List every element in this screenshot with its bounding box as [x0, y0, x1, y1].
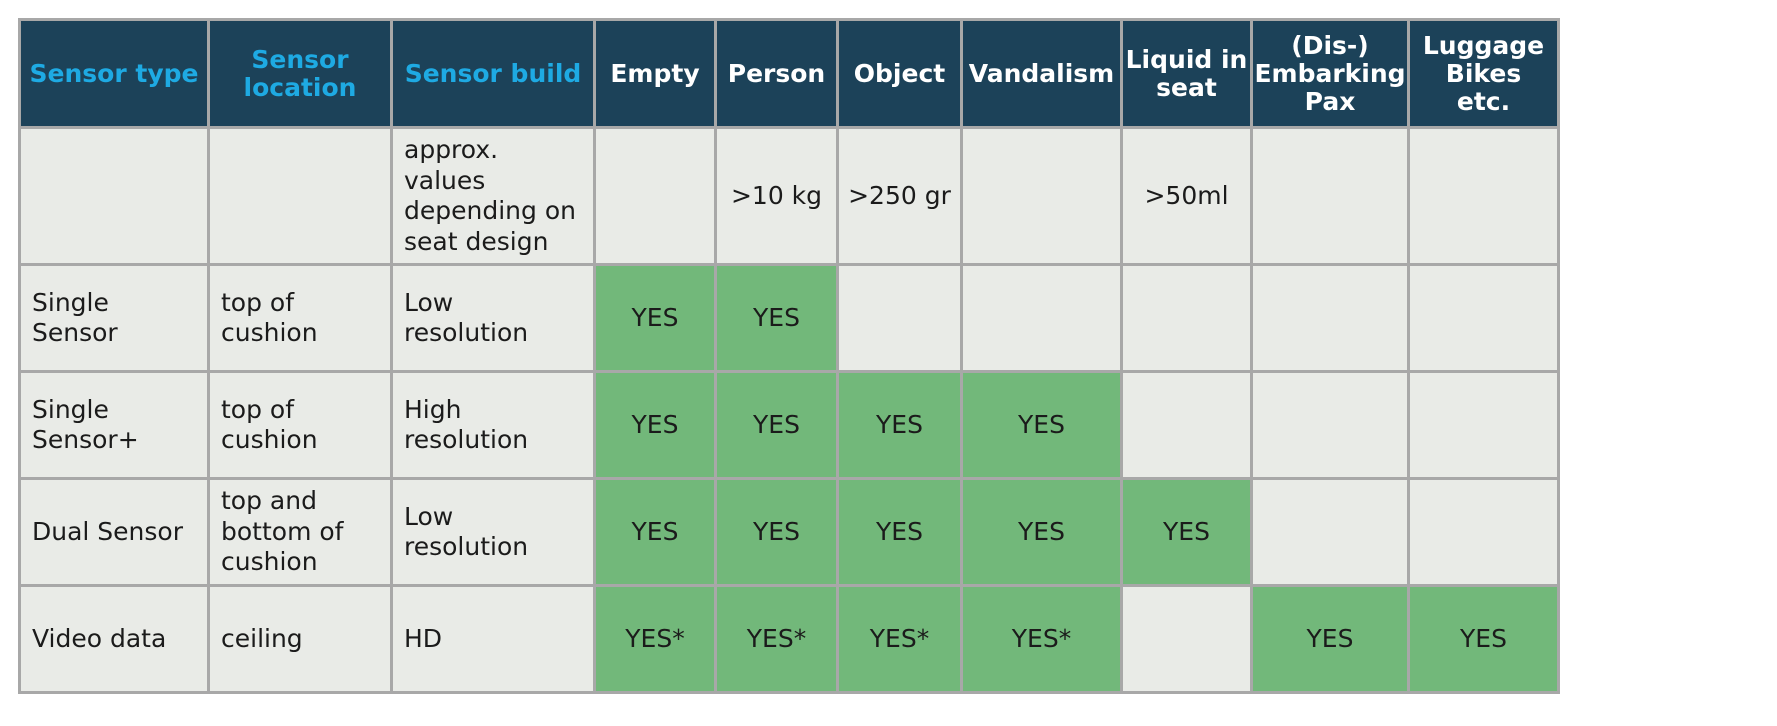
- cell-yes: YES: [1410, 587, 1557, 691]
- table-cell: [963, 266, 1120, 370]
- column-header-sensor-type[interactable]: Sensor type: [21, 21, 207, 126]
- table-cell: [1253, 373, 1407, 477]
- table-cell: [1123, 266, 1250, 370]
- table-cell: High resolution: [393, 373, 593, 477]
- cell-yes: YES*: [596, 587, 714, 691]
- table-cell: [21, 129, 207, 263]
- table-cell: [963, 129, 1120, 263]
- table-cell: [1410, 129, 1557, 263]
- cell-yes: YES: [839, 480, 960, 584]
- cell-yes: YES: [963, 373, 1120, 477]
- cell-yes: YES*: [839, 587, 960, 691]
- table-cell: [596, 129, 714, 263]
- column-header-object[interactable]: Object: [839, 21, 960, 126]
- column-header-empty[interactable]: Empty: [596, 21, 714, 126]
- cell-yes: YES: [1123, 480, 1250, 584]
- table-cell: approx. values depending on seat design: [393, 129, 593, 263]
- cell-yes: YES: [717, 373, 836, 477]
- column-header-sensor-build[interactable]: Sensor build: [393, 21, 593, 126]
- table-cell: [1253, 480, 1407, 584]
- table-cell: >250 gr: [839, 129, 960, 263]
- cell-yes: YES*: [963, 587, 1120, 691]
- column-header-vandalism[interactable]: Vandalism: [963, 21, 1120, 126]
- cell-yes: YES: [839, 373, 960, 477]
- cell-yes: YES: [596, 266, 714, 370]
- column-header-person[interactable]: Person: [717, 21, 836, 126]
- table-cell: [1253, 129, 1407, 263]
- table-cell: [1410, 266, 1557, 370]
- table-cell: [1123, 587, 1250, 691]
- table-cell: Single Sensor+: [21, 373, 207, 477]
- table-cell: [1410, 373, 1557, 477]
- table-body: approx. values depending on seat design >…: [21, 129, 1557, 691]
- table-cell: [1410, 480, 1557, 584]
- cell-yes: YES: [596, 373, 714, 477]
- table-cell: [210, 129, 390, 263]
- table-cell: Low resolution: [393, 266, 593, 370]
- table-cell: >50ml: [1123, 129, 1250, 263]
- cell-yes: YES: [963, 480, 1120, 584]
- table-cell: top of cushion: [210, 373, 390, 477]
- table-cell: Video data: [21, 587, 207, 691]
- cell-yes: YES: [1253, 587, 1407, 691]
- table-cell: Dual Sensor: [21, 480, 207, 584]
- table-cell: top and bottom of cushion: [210, 480, 390, 584]
- table-cell: >10 kg: [717, 129, 836, 263]
- table-cell: ceiling: [210, 587, 390, 691]
- table-cell: Low resolution: [393, 480, 593, 584]
- table-cell: [839, 266, 960, 370]
- cell-yes: YES: [717, 480, 836, 584]
- table-cell: [1123, 373, 1250, 477]
- table-cell: top of cushion: [210, 266, 390, 370]
- table-note-row: approx. values depending on seat design >…: [21, 129, 1557, 263]
- table-cell: [1253, 266, 1407, 370]
- table-cell: HD: [393, 587, 593, 691]
- cell-yes: YES*: [717, 587, 836, 691]
- table-cell: Single Sensor: [21, 266, 207, 370]
- cell-yes: YES: [717, 266, 836, 370]
- cell-yes: YES: [596, 480, 714, 584]
